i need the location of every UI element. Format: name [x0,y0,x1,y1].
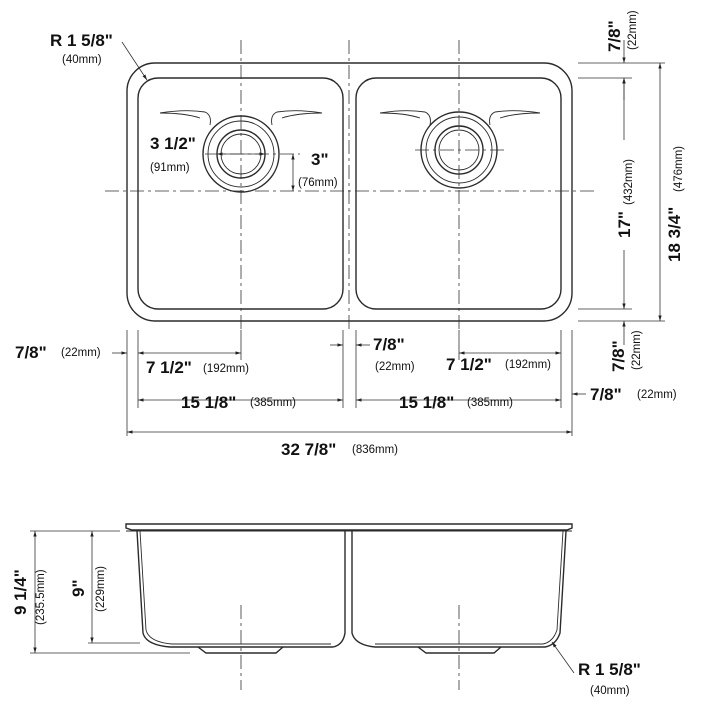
top-view [105,40,595,330]
drain-offset-mm: (76mm) [298,177,338,189]
dim-corner-radius-top [121,41,148,81]
corner-radius-top-inch: R 1 5/8" [50,31,113,50]
dim-corner-radius-bottom [551,641,575,674]
left-bowl-inch: 15 1/8" [181,393,236,412]
divider-inch: 7/8" [373,335,405,354]
left-rim-inch: 7/8" [15,343,47,362]
overall-length-mm: (836mm) [352,444,398,456]
overall-length-inch: 32 7/8" [281,440,336,459]
right-bowl-outline [355,77,562,310]
total-depth-mm: (235.5mm) [35,569,47,625]
left-drain-center-mm: (192mm) [203,363,249,375]
bowl-depth-length-mm: (432mm) [623,159,635,205]
right-bowl-mm: (385mm) [467,397,513,409]
right-drain-center-mm: (192mm) [505,359,551,371]
drain-diameter-inch: 3 1/2" [150,134,196,153]
overall-width-inch: 18 3/4" [665,207,684,262]
left-bowl-mm: (385mm) [250,397,296,409]
right-rim-inch: 7/8" [590,385,622,404]
corner-radius-top-mm: (40mm) [62,54,102,66]
right-drain [379,110,541,189]
top-rim-right-mm: (22mm) [627,10,639,50]
side-view [125,523,573,690]
overall-width-mm: (476mm) [673,146,685,192]
left-bowl-outline [137,77,344,310]
drain-offset-inch: 3" [311,150,329,169]
divider-mm: (22mm) [375,361,415,373]
left-rim-mm: (22mm) [61,347,101,359]
bottom-rim-right-inch: 7/8" [609,340,628,372]
dim-right-vertical [578,40,665,345]
bowl-depth-mm: (229mm) [95,566,107,612]
dim-side-vertical [30,530,190,654]
total-depth-inch: 9 1/4" [11,569,30,615]
dim-bottom-horizontal [112,330,586,436]
corner-radius-bottom-mm: (40mm) [590,685,630,697]
right-drain-center-inch: 7 1/2" [446,355,492,374]
bottom-rim-right-mm: (22mm) [631,330,643,370]
top-rim-right-inch: 7/8" [605,20,624,52]
bowl-depth-length-inch: 17" [615,211,634,238]
right-bowl-inch: 15 1/8" [399,393,454,412]
drain-diameter-mm: (91mm) [150,162,190,174]
sink-outer-rim [126,62,573,322]
bowl-depth-inch: 9" [69,579,88,597]
left-drain-center-inch: 7 1/2" [146,358,192,377]
corner-radius-bottom-inch: R 1 5/8" [578,660,641,679]
right-rim-mm: (22mm) [637,389,677,401]
